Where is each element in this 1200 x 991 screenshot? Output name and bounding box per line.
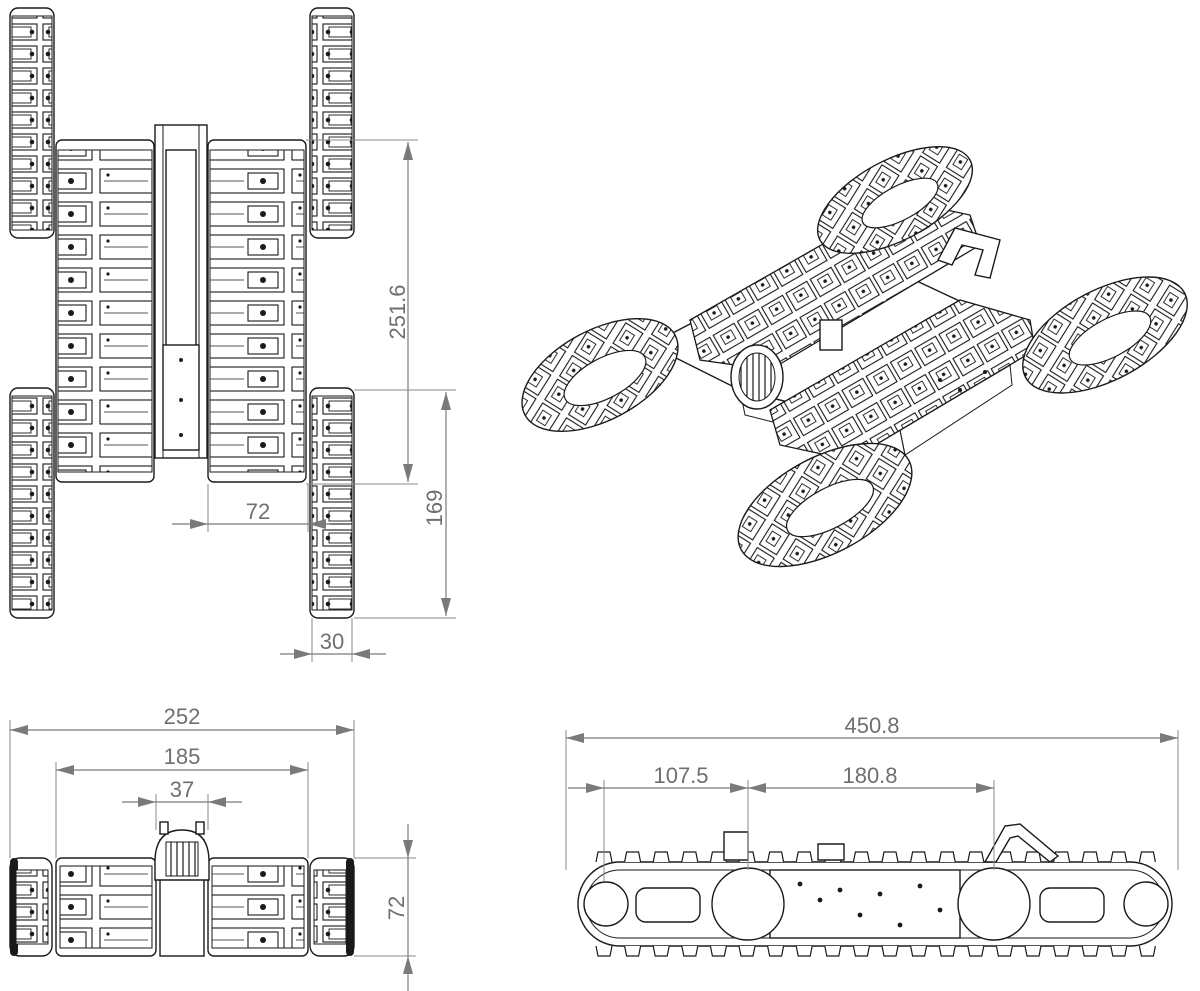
dimension-label-180-8: 180.8 (842, 763, 897, 788)
dimension-label-37: 37 (170, 777, 194, 802)
flipper-track-front-right (309, 7, 355, 239)
right-main-track (207, 139, 307, 483)
dimension-169: 169 (354, 389, 456, 619)
front-view: 252 185 37 72 (9, 704, 416, 991)
flipper-track-front-left (9, 7, 55, 239)
side-wheel-rear (1123, 881, 1169, 927)
side-track-cleats-top (595, 851, 1156, 863)
iso-bracket (819, 319, 843, 351)
side-window-right (1039, 887, 1105, 923)
dimension-label-450-8: 450.8 (844, 713, 899, 738)
track-cleat (938, 945, 956, 957)
track-cleat (652, 851, 670, 863)
track-cleat (1024, 851, 1042, 863)
track-cleat (738, 945, 756, 957)
track-cleat (795, 945, 813, 957)
iso-flipper-left (521, 317, 679, 433)
track-cleat (767, 851, 785, 863)
front-flipper-left (9, 857, 53, 957)
front-center-housing (154, 821, 210, 957)
side-view: 450.8 107.5 180.8 (565, 713, 1179, 957)
dimension-450-8: 450.8 (565, 713, 1179, 870)
iso-grille-housing (730, 344, 784, 410)
track-cleat (967, 945, 985, 957)
dimension-label-72-top: 72 (246, 499, 270, 524)
iso-flipper-right (1022, 276, 1188, 394)
dimension-label-169: 169 (422, 490, 447, 527)
track-cleat (1024, 945, 1042, 957)
track-cleat (938, 851, 956, 863)
dimension-label-251-6: 251.6 (385, 284, 410, 339)
track-cleat (967, 851, 985, 863)
dimension-252: 252 (9, 704, 355, 858)
side-chassis-plate (769, 869, 961, 939)
track-cleat (1110, 851, 1128, 863)
track-cleat (681, 945, 699, 957)
track-cleat (1053, 945, 1071, 957)
flipper-track-rear-left (9, 387, 55, 619)
iso-flipper-front (737, 442, 913, 568)
front-flipper-right (309, 857, 355, 957)
side-wheel-drive-right (957, 867, 1031, 941)
side-bracket-left (723, 831, 749, 861)
track-cleat (595, 945, 613, 957)
side-handle (983, 823, 1060, 863)
dimension-107-5: 107.5 (568, 763, 749, 882)
track-cleat (795, 851, 813, 863)
left-main-track (55, 139, 155, 483)
side-window-left (635, 887, 701, 923)
track-cleat (767, 945, 785, 957)
track-cleat (1081, 851, 1099, 863)
track-cleat (681, 851, 699, 863)
dimension-label-252: 252 (164, 704, 201, 729)
track-cleat (709, 945, 727, 957)
side-bracket-center (817, 843, 845, 861)
flipper-track-rear-right (309, 387, 355, 619)
side-track-cleats-bottom (595, 945, 1156, 957)
track-cleat (852, 945, 870, 957)
iso-handle (937, 227, 1001, 279)
dimension-72-front: 72 (354, 824, 416, 991)
track-cleat (624, 945, 642, 957)
track-cleat (1110, 945, 1128, 957)
isometric-view (521, 146, 1188, 568)
track-cleat (652, 945, 670, 957)
front-main-track-right (207, 857, 309, 957)
dimension-72-top: 72 (172, 484, 330, 532)
track-cleat (824, 945, 842, 957)
dimension-180-8: 180.8 (748, 763, 995, 870)
track-cleat (1138, 945, 1156, 957)
top-view: 251.6 169 72 30 (9, 7, 456, 662)
track-cleat (852, 851, 870, 863)
track-cleat (910, 945, 928, 957)
dimension-185: 185 (55, 744, 309, 858)
front-main-track-left (55, 857, 157, 957)
dimension-251-6: 251.6 (306, 139, 418, 485)
track-cleat (910, 851, 928, 863)
iso-flipper-back (816, 146, 974, 254)
track-cleat (995, 945, 1013, 957)
dimension-37: 37 (122, 777, 242, 830)
side-wheel-front (583, 881, 629, 927)
track-cleat (881, 851, 899, 863)
dimension-label-72-front: 72 (384, 896, 409, 920)
dimension-label-30: 30 (320, 629, 344, 654)
dimension-label-185: 185 (164, 744, 201, 769)
dimension-label-107-5: 107.5 (653, 763, 708, 788)
dimension-30: 30 (280, 618, 386, 662)
track-cleat (624, 851, 642, 863)
side-wheel-drive-left (711, 867, 785, 941)
track-cleat (881, 945, 899, 957)
track-cleat (1081, 945, 1099, 957)
track-cleat (1138, 851, 1156, 863)
